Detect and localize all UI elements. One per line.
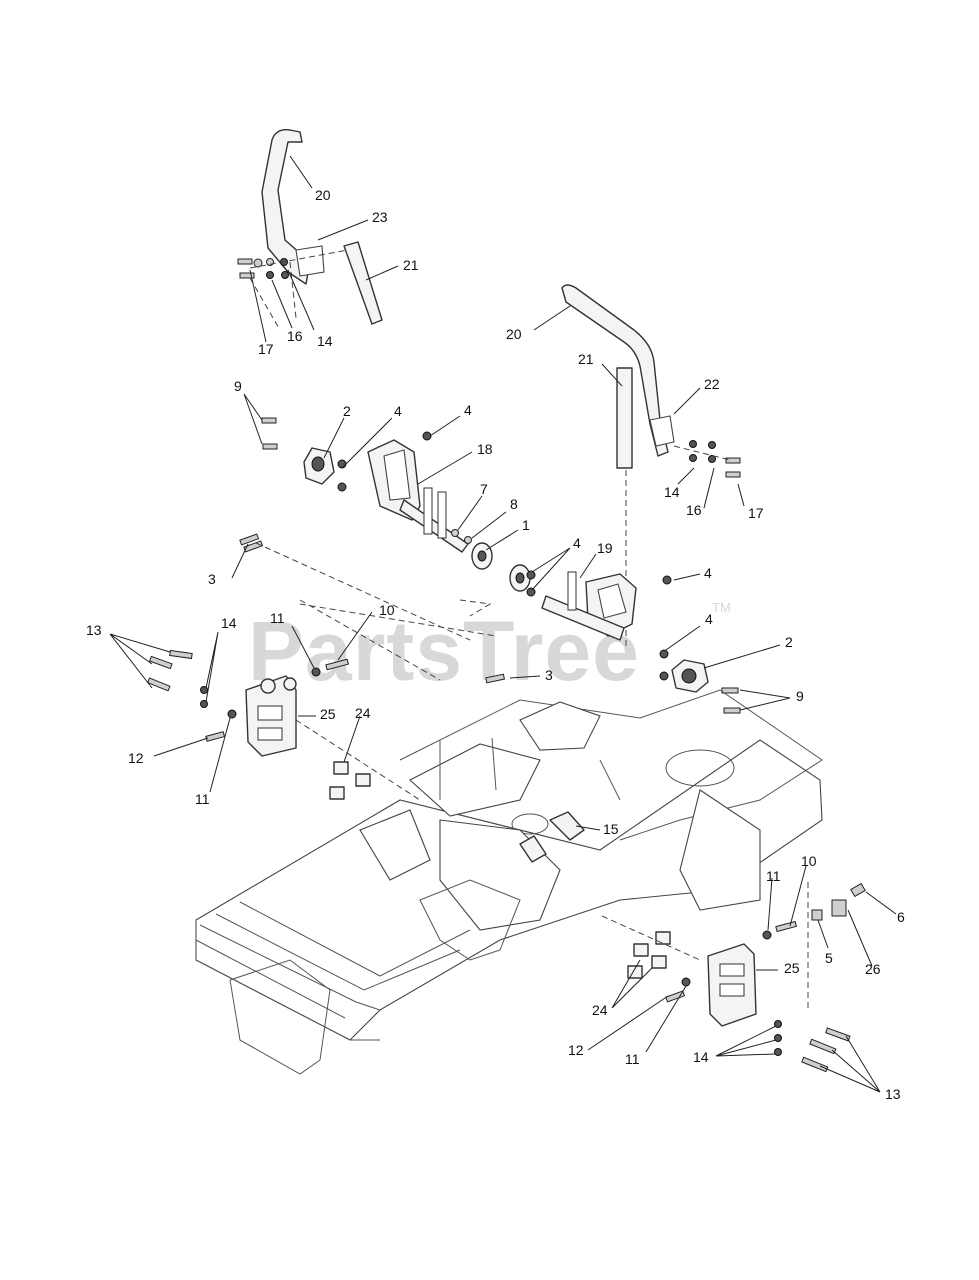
bracket-15[interactable] xyxy=(519,811,585,863)
callout-16: 16 xyxy=(686,502,702,518)
callout-14: 14 xyxy=(221,615,237,631)
watermark-trademark: TM xyxy=(712,600,731,615)
callout-17: 17 xyxy=(748,505,764,521)
mount-hardware-left xyxy=(147,649,371,800)
callout-12: 12 xyxy=(568,1042,584,1058)
pillow-block-bearing-right[interactable] xyxy=(671,659,709,693)
callout-23: 23 xyxy=(372,209,388,225)
callout-22: 22 xyxy=(704,376,720,392)
callout-4: 4 xyxy=(573,535,581,551)
mount-plate-right[interactable] xyxy=(707,943,757,1027)
callout-13: 13 xyxy=(885,1086,901,1102)
callout-16: 16 xyxy=(287,328,303,344)
pillow-block-bearing-left[interactable] xyxy=(303,447,335,485)
callout-11: 11 xyxy=(270,610,285,626)
handle-extension-bar-left[interactable] xyxy=(343,241,383,325)
callout-21: 21 xyxy=(403,257,419,273)
callout-14: 14 xyxy=(664,484,680,500)
callout-5: 5 xyxy=(825,950,833,966)
callout-4: 4 xyxy=(464,402,472,418)
pivot-shaft-18[interactable] xyxy=(399,487,469,553)
leader-lines xyxy=(109,155,897,1093)
callout-24: 24 xyxy=(592,1002,608,1018)
callout-15: 15 xyxy=(603,821,619,837)
callout-9: 9 xyxy=(234,378,242,394)
callout-10: 10 xyxy=(379,602,395,618)
callout-26: 26 xyxy=(865,961,881,977)
callout-3: 3 xyxy=(545,667,553,683)
callout-14: 14 xyxy=(693,1049,709,1065)
callout-6: 6 xyxy=(897,909,905,925)
callout-9: 9 xyxy=(796,688,804,704)
callout-4: 4 xyxy=(394,403,402,419)
callout-25: 25 xyxy=(320,706,336,722)
callout-1: 1 xyxy=(522,517,530,533)
callout-11: 11 xyxy=(625,1051,640,1067)
callout-11: 11 xyxy=(195,791,210,807)
callout-20: 20 xyxy=(506,326,522,342)
callout-19: 19 xyxy=(597,540,613,556)
callout-13: 13 xyxy=(86,622,102,638)
callout-4: 4 xyxy=(704,565,712,581)
callout-21: 21 xyxy=(578,351,594,367)
handle-hardware-left xyxy=(237,258,289,279)
callout-7: 7 xyxy=(480,481,488,497)
callout-17: 17 xyxy=(258,341,274,357)
callout-4: 4 xyxy=(705,611,713,627)
handle-extension-bar-right[interactable] xyxy=(616,367,633,469)
callout-25: 25 xyxy=(784,960,800,976)
pivot-shaft-19[interactable] xyxy=(541,571,625,641)
control-handle-right[interactable] xyxy=(561,284,675,457)
callout-labels: 20 23 21 17 16 14 20 21 22 14 16 17 9 2 … xyxy=(86,187,905,1102)
control-handle-left[interactable] xyxy=(261,129,325,285)
handle-hardware-right xyxy=(689,440,741,478)
callout-3: 3 xyxy=(208,571,216,587)
callout-2: 2 xyxy=(785,634,793,650)
callout-8: 8 xyxy=(510,496,518,512)
callout-12: 12 xyxy=(128,750,144,766)
mount-hardware-right xyxy=(627,882,866,1073)
callout-18: 18 xyxy=(477,441,493,457)
pivot-bracket-left[interactable] xyxy=(367,439,421,521)
callout-20: 20 xyxy=(315,187,331,203)
callout-14: 14 xyxy=(317,333,333,349)
main-frame[interactable] xyxy=(195,689,823,1075)
bearing-flange-1[interactable] xyxy=(471,542,531,592)
mount-plate-left[interactable] xyxy=(245,675,297,757)
callout-2: 2 xyxy=(343,403,351,419)
callout-11: 11 xyxy=(766,868,781,884)
callout-24: 24 xyxy=(355,705,371,721)
callout-10: 10 xyxy=(801,853,817,869)
